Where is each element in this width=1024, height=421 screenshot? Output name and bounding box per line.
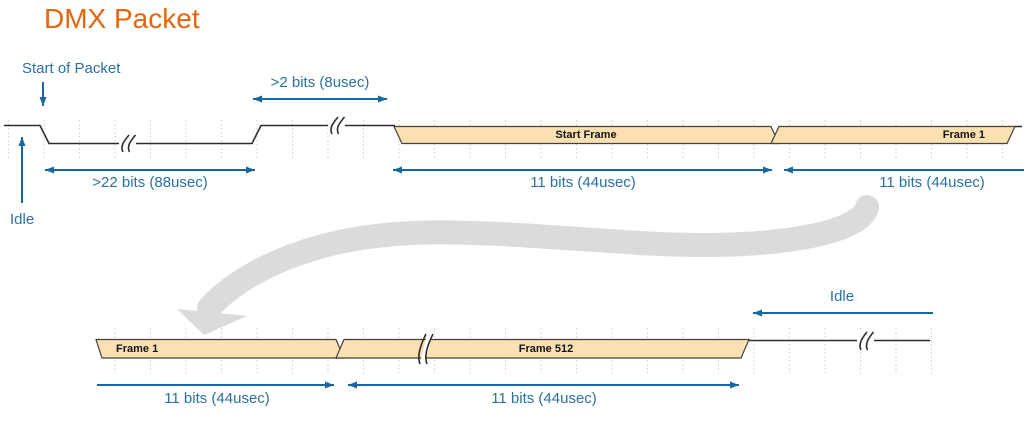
start-of-packet-label: Start of Packet	[22, 60, 121, 77]
start-frame-label: Start Frame	[555, 129, 617, 141]
break-duration-label: >22 bits (88usec)	[92, 174, 208, 191]
break-mark-top-high	[328, 116, 346, 135]
idle-label-top: Idle	[10, 211, 35, 228]
frame512-label: Frame 512	[518, 343, 574, 355]
break-mark-bottom-idle	[857, 331, 875, 351]
start-frame-duration-label: 11 bits (44usec)	[530, 174, 636, 191]
frame512-duration-label: 11 bits (44usec)	[491, 390, 597, 407]
idle-label-bottom: Idle	[829, 288, 855, 305]
frame1-duration-label-top: 11 bits (44usec)	[879, 174, 985, 191]
frame1-label-bottom: Frame 1	[116, 343, 159, 355]
flow-arrow	[177, 195, 879, 335]
mab-duration-label: >2 bits (8usec)	[270, 74, 370, 91]
signal-trace-top	[4, 124, 1022, 145]
break-mark-frame512	[418, 333, 434, 365]
frame1-duration-label-bottom: 11 bits (44usec)	[164, 390, 270, 407]
page-title: DMX Packet	[44, 3, 200, 34]
frame1-box-top	[770, 125, 1016, 145]
frame1-label-top: Frame 1	[942, 129, 985, 141]
break-mark-top-low	[119, 134, 137, 153]
frame512-box	[335, 338, 750, 359]
